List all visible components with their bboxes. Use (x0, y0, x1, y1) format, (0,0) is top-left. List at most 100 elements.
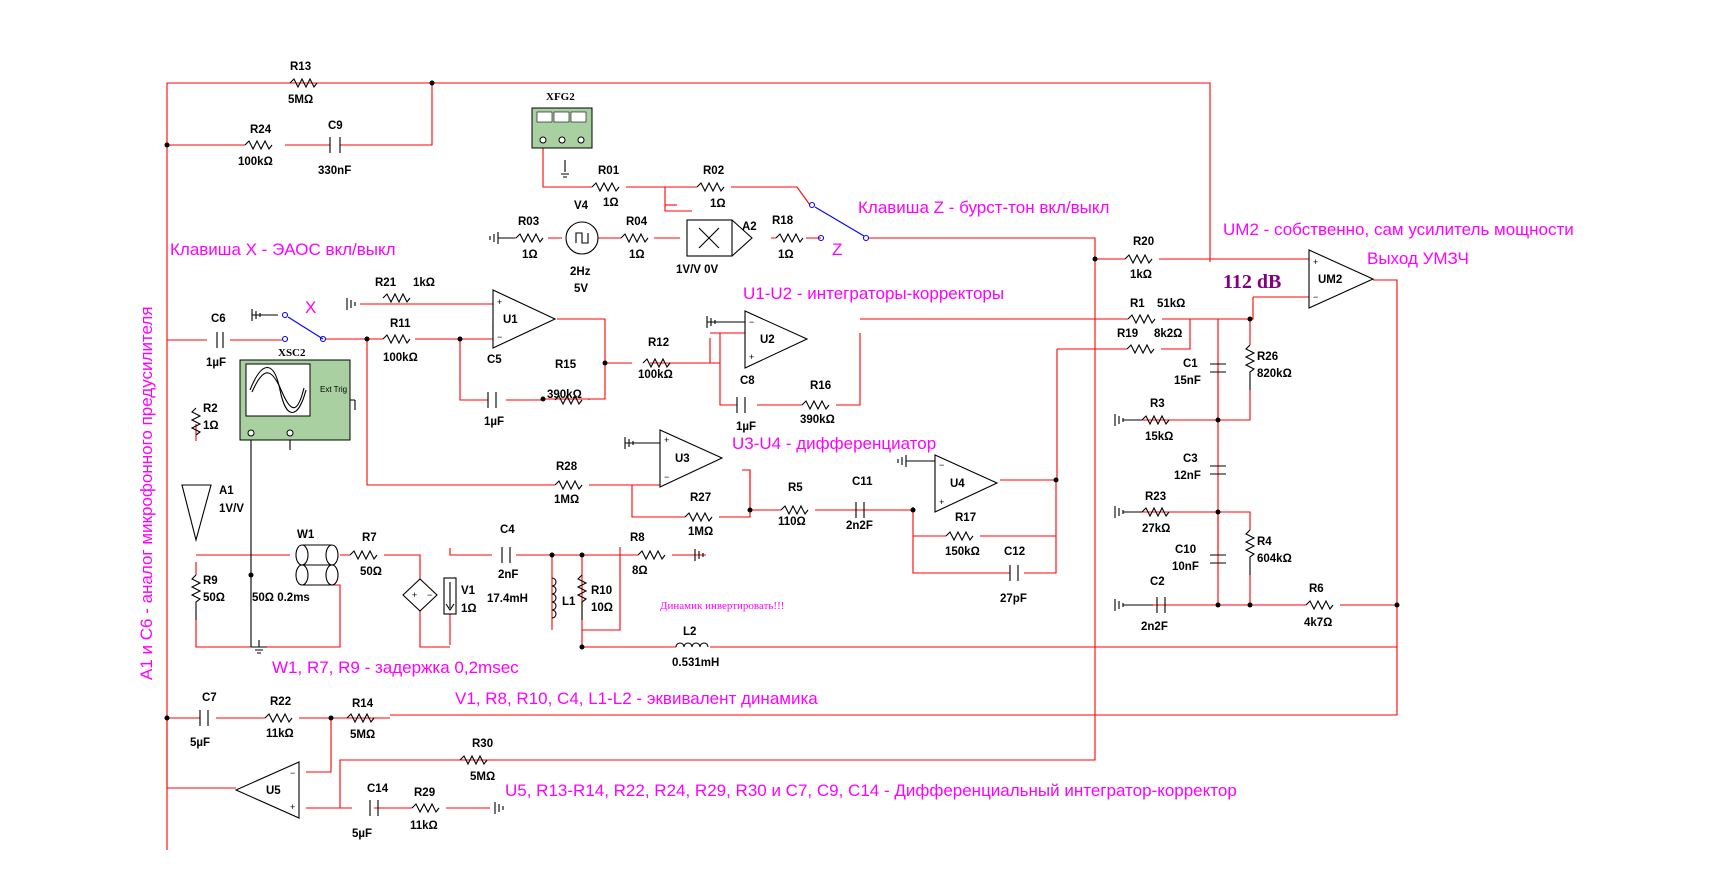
XSC2-ext: Ext Trig (320, 385, 347, 394)
C5-value: 1µF (484, 416, 504, 428)
R26-symbol (1244, 344, 1256, 390)
R10-value: 10Ω (591, 602, 613, 614)
R28-symbol (554, 479, 583, 491)
R28-name: R28 (556, 461, 578, 473)
R8-name: R8 (630, 532, 645, 544)
R19-name: R19 (1117, 328, 1138, 340)
note-u3u4: U3-U4 - дифференциатор (732, 434, 936, 453)
L1-symbol (551, 577, 557, 619)
R18-value: 1Ω (778, 249, 794, 261)
A2-name: A2 (742, 221, 757, 233)
capacitors (199, 137, 1226, 816)
R14-name: R14 (352, 698, 374, 710)
note-key-z-letter: Z (832, 240, 842, 259)
R29-name: R29 (414, 787, 435, 799)
source-v4 (565, 221, 599, 255)
note-u5: U5, R13-R14, R22, R24, R29, R30 и C7, C9… (505, 781, 1237, 800)
C10-value: 10nF (1172, 561, 1199, 573)
note-key-x: Клавиша X - ЭАОС вкл/выкл (170, 240, 396, 259)
svg-text:−: − (497, 332, 502, 342)
V4-name: V4 (574, 200, 589, 212)
R01-name: R01 (598, 165, 620, 177)
note-speaker: V1, R8, R10, C4, L1-L2 - эквивалент дина… (455, 689, 818, 708)
U2-name: U2 (760, 334, 775, 346)
svg-text:+: + (1313, 257, 1318, 267)
R4-name: R4 (1257, 536, 1272, 548)
R8-symbol (637, 549, 666, 561)
svg-text:+: + (664, 435, 669, 445)
R14-value: 5MΩ (350, 729, 375, 741)
notes: Клавиша X - ЭАОС вкл/выкл X Клавиша Z - … (137, 198, 1574, 800)
R16-name: R16 (810, 380, 831, 392)
C1-value: 15nF (1174, 375, 1201, 387)
R6-value: 4k7Ω (1304, 617, 1332, 629)
C1-symbol (1210, 363, 1226, 373)
svg-text:+: + (290, 802, 295, 812)
R21-symbol (382, 292, 411, 304)
R27-name: R27 (690, 492, 711, 504)
U4-triangle (934, 454, 999, 513)
R11-symbol (382, 333, 411, 345)
R19-value: 8k2Ω (1154, 328, 1182, 340)
C4-value: 2nF (498, 569, 518, 581)
R1-value: 51kΩ (1157, 298, 1185, 310)
transmission-line-w1 (295, 544, 339, 586)
inductors (551, 577, 709, 648)
A1-value: 1V/V (219, 503, 244, 515)
svg-text:+: + (939, 497, 944, 507)
R22-name: R22 (270, 696, 291, 708)
R03-name: R03 (518, 216, 539, 228)
R21-name: R21 (375, 277, 397, 289)
R13-name: R13 (290, 61, 311, 73)
R01-symbol (591, 181, 620, 193)
R11-name: R11 (390, 318, 411, 330)
C2-value: 2n2F (1141, 621, 1168, 633)
R17-value: 150kΩ (945, 546, 980, 558)
L2-value: 0.531mH (672, 657, 719, 669)
R3-symbol (1141, 414, 1170, 426)
R21-value: 1kΩ (413, 277, 435, 289)
switches (281, 201, 870, 343)
UM2-triangle (1308, 249, 1375, 309)
C5-symbol (487, 392, 497, 408)
R29-symbol (411, 802, 440, 814)
A1-triangle (181, 484, 212, 543)
W1-name: W1 (297, 529, 315, 541)
L1-value: 17.4mH (487, 593, 528, 605)
R2-symbol (190, 407, 202, 436)
R17-symbol (945, 530, 974, 542)
L2-symbol (675, 642, 709, 648)
R13-value: 5MΩ (288, 94, 313, 106)
V4-value2: 5V (574, 283, 588, 295)
C10-symbol (1210, 554, 1226, 564)
R04-name: R04 (626, 216, 648, 228)
R16-value: 390kΩ (800, 414, 835, 426)
note-u1u2: U1-U2 - интеграторы-корректоры (743, 284, 1004, 303)
R7-symbol (349, 549, 378, 561)
XSC2-name: XSC2 (278, 347, 306, 359)
gain-label: 112 dB (1223, 271, 1281, 293)
U5-triangle (234, 761, 300, 819)
R5-value: 110Ω (778, 516, 806, 528)
R02-name: R02 (703, 165, 724, 177)
R3-value: 15kΩ (1145, 431, 1173, 443)
resistors (190, 77, 1334, 814)
R22-symbol (264, 712, 293, 724)
L2-name: L2 (683, 626, 696, 638)
note-um2: UM2 - собственно, сам усилитель мощности (1223, 220, 1574, 239)
U5-name: U5 (266, 785, 281, 797)
C14-symbol (369, 800, 379, 816)
C11-value: 2n2F (846, 520, 873, 532)
note-vertical: A1 и C6 - аналог микрофонного предусилит… (137, 306, 156, 680)
C7-value: 5µF (190, 737, 210, 749)
R10-symbol (576, 574, 588, 620)
V1-name: V1 (461, 585, 476, 597)
note-key-x-letter: X (305, 298, 316, 317)
R15-name: R15 (555, 359, 577, 371)
R18-symbol (775, 232, 804, 244)
R2-name: R2 (203, 403, 218, 415)
R9-name: R9 (203, 575, 218, 587)
note-out-umzch: Выход УМЗЧ (1367, 249, 1469, 268)
UM2-name: UM2 (1318, 274, 1342, 286)
R19-symbol (1126, 343, 1155, 355)
